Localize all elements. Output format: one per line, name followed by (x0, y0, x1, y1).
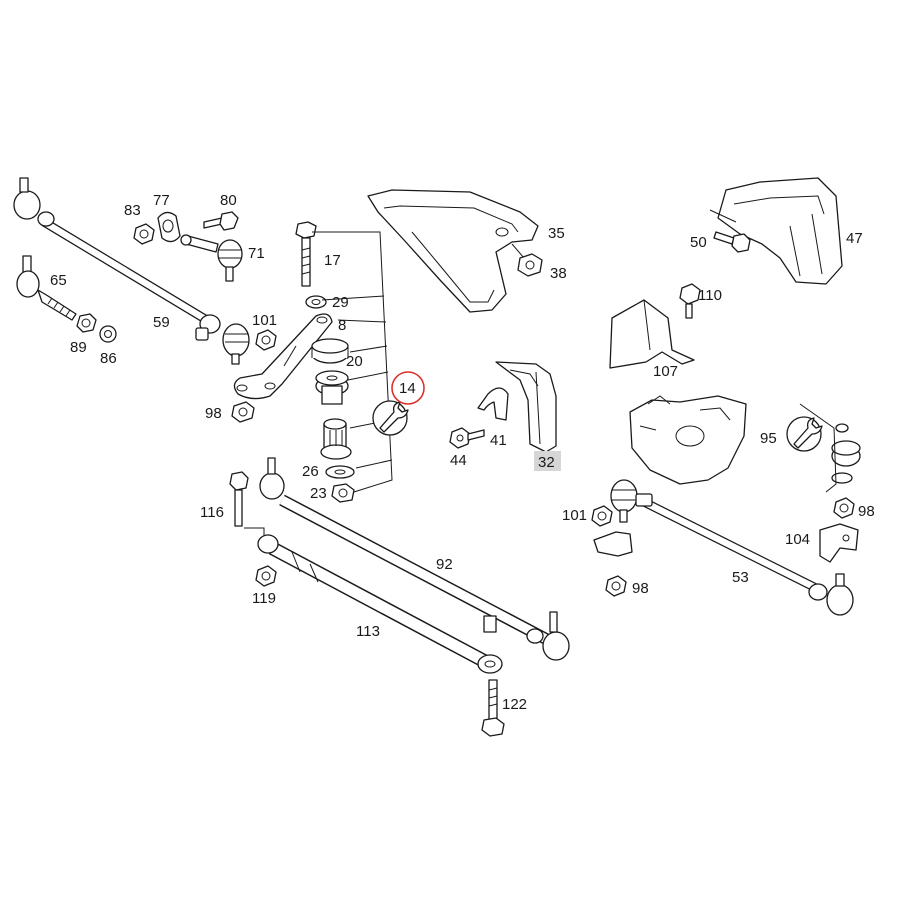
callout-104[interactable]: 104 (785, 531, 810, 548)
ball-joint-65[interactable] (16, 255, 77, 321)
tie-rod-59[interactable] (13, 177, 250, 365)
bracket-107[interactable] (609, 299, 695, 369)
callout-23[interactable]: 23 (310, 485, 327, 502)
callout-119[interactable]: 119 (252, 590, 276, 607)
callout-50[interactable]: 50 (690, 234, 707, 251)
bushing-lower[interactable] (320, 418, 352, 460)
callout-98-left[interactable]: 98 (205, 405, 222, 422)
callout-26[interactable]: 26 (302, 463, 319, 480)
nut-23[interactable] (331, 483, 355, 503)
washer-86[interactable] (99, 325, 117, 343)
callout-98-bottom[interactable]: 98 (632, 580, 649, 597)
callout-41[interactable]: 41 (490, 432, 507, 449)
screw-44[interactable] (449, 427, 485, 449)
tie-rod-53[interactable] (635, 493, 854, 616)
callout-29[interactable]: 29 (332, 294, 349, 311)
idler-arm-8[interactable] (233, 313, 333, 400)
bushing-95[interactable] (799, 403, 861, 493)
nut-38[interactable] (511, 243, 543, 277)
bolt-116[interactable] (229, 471, 249, 527)
callout-35[interactable]: 35 (548, 225, 565, 242)
bolt-17[interactable] (295, 221, 317, 287)
clamp-77[interactable] (157, 211, 181, 243)
callout-65[interactable]: 65 (50, 272, 67, 289)
nut-98-bottom[interactable] (605, 575, 627, 597)
callout-101-left[interactable]: 101 (252, 312, 277, 329)
callout-53[interactable]: 53 (732, 569, 749, 586)
washer-29[interactable] (305, 295, 327, 309)
callout-101-right[interactable]: 101 (562, 507, 587, 524)
bolt-50[interactable] (713, 231, 751, 253)
callout-17[interactable]: 17 (324, 252, 341, 269)
callout-32[interactable]: 32 (538, 454, 555, 471)
bolt-122[interactable] (481, 679, 505, 737)
callout-98-right[interactable]: 98 (858, 503, 875, 520)
callout-44[interactable]: 44 (450, 452, 467, 469)
nut-83[interactable] (133, 223, 155, 245)
bolt-80[interactable] (203, 211, 239, 231)
callout-92[interactable]: 92 (436, 556, 453, 573)
shield-47[interactable] (709, 177, 843, 285)
callout-122[interactable]: 122 (502, 696, 527, 713)
highlight-circle (391, 371, 425, 405)
screw-110[interactable] (679, 283, 701, 319)
callout-89[interactable]: 89 (70, 339, 87, 356)
bracket-104[interactable] (819, 523, 859, 563)
nut-89[interactable] (76, 313, 97, 333)
shield-35[interactable] (367, 189, 539, 313)
ball-joint-71[interactable] (180, 234, 243, 282)
clip-41[interactable] (477, 387, 509, 421)
callout-113[interactable]: 113 (356, 623, 380, 640)
callout-86[interactable]: 86 (100, 350, 117, 367)
callout-20[interactable]: 20 (346, 353, 363, 370)
nut-101-left[interactable] (255, 329, 277, 351)
callout-8[interactable]: 8 (338, 317, 346, 334)
callout-14[interactable]: 14 (399, 380, 416, 397)
bushing-upper[interactable] (315, 370, 349, 405)
nut-98-left[interactable] (231, 401, 255, 423)
drag-link-92[interactable] (259, 457, 570, 661)
callout-107[interactable]: 107 (653, 363, 678, 380)
callout-83[interactable]: 83 (124, 202, 141, 219)
callout-110[interactable]: 110 (698, 287, 722, 304)
wrench-icon-right (786, 416, 823, 452)
callout-71[interactable]: 71 (248, 245, 265, 262)
callout-59[interactable]: 59 (153, 314, 170, 331)
nut-101-right[interactable] (591, 505, 613, 527)
washer-26[interactable] (325, 465, 355, 479)
nut-98-right[interactable] (833, 497, 855, 519)
callout-80[interactable]: 80 (220, 192, 237, 209)
steering-gear[interactable] (629, 395, 747, 485)
bushing-20[interactable] (311, 338, 349, 364)
nut-119[interactable] (255, 565, 277, 587)
callout-47[interactable]: 47 (846, 230, 863, 247)
bracket-32[interactable] (495, 361, 557, 453)
callout-38[interactable]: 38 (550, 265, 567, 282)
callout-95[interactable]: 95 (760, 430, 777, 447)
relay-rod-113[interactable] (257, 534, 503, 674)
callout-77[interactable]: 77 (153, 192, 170, 209)
wrench-icon (372, 400, 409, 436)
highlight-box (534, 451, 561, 471)
ball-joint-right-inner[interactable] (593, 479, 638, 557)
callout-116[interactable]: 116 (200, 504, 224, 521)
